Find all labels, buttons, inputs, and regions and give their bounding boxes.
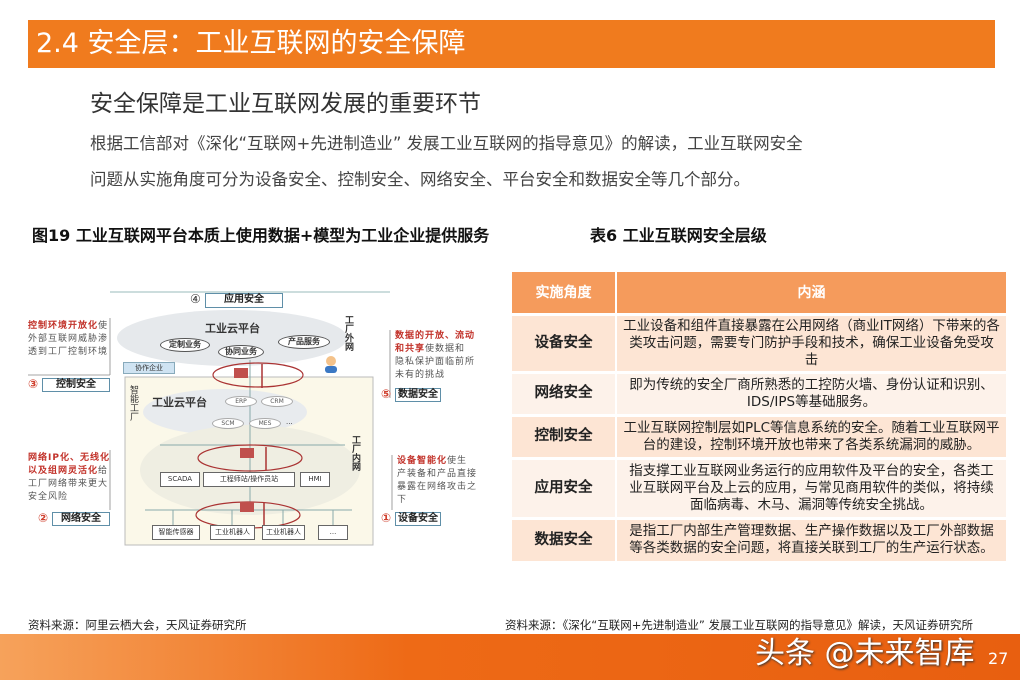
row-value: 即为传统的安全厂商所熟悉的工控防火墙、身份认证和识别、IDS/IPS等基础服务。 [616, 370, 1008, 415]
network-security-label: 网络安全 [52, 512, 110, 526]
security-diagram: ④ 应用安全 工业云平台 定制业务 协同业务 产品服务 工厂外网 协作企业 智能… [0, 0, 480, 560]
page-number: 27 [988, 649, 1009, 668]
cloud-inner-more: ... [286, 418, 293, 426]
row-key: 数据安全 [512, 516, 617, 561]
device-box: 工业机器人 [210, 525, 255, 540]
annotation-num: ③ [28, 377, 39, 391]
person-icon [326, 356, 336, 366]
row-key: 网络安全 [512, 370, 617, 415]
annotation-num: ⑤ [381, 387, 392, 401]
cloud-inner-item: CRM [261, 396, 293, 407]
table-row: 数据安全是指工厂内部生产管理数据、生产操作数据以及工厂外部数据等各类数据的安全问… [512, 516, 1008, 561]
body-text-line-1: 根据工信部对《深化“互联网+先进制造业” 发展工业互联网的指导意见》的解读，工业… [90, 134, 803, 153]
row-value: 是指工厂内部生产管理数据、生产操作数据以及工厂外部数据等各类数据的安全问题，将直… [616, 516, 1008, 561]
cloud-inner-item: ERP [225, 396, 257, 407]
row-key: 控制安全 [512, 413, 617, 458]
annotation-network: 网络IP化、无线化以及组网灵活化给工厂网络带来更大安全风险 [28, 453, 110, 502]
column-header: 实施角度 [512, 272, 617, 314]
annotation-num: ① [381, 511, 392, 525]
row-value: 指支撑工业互联网业务运行的应用软件及平台的安全，各类工业互联网平台及上云的应用，… [616, 456, 1008, 518]
table-header-row: 实施角度 内涵 [512, 272, 1008, 314]
cloud-inner-item: MES [249, 418, 281, 429]
control-security-label: 控制安全 [42, 378, 110, 392]
subtitle: 安全保障是工业互联网发展的重要环节 [90, 91, 481, 117]
slide-title: 2.4 安全层：工业互联网的安全保障 [36, 28, 466, 59]
cloud-item: 协同业务 [218, 345, 264, 359]
table-row: 设备安全工业设备和组件直接暴露在公用网络（商业IT网络）下带来的各类攻击问题，需… [512, 312, 1008, 372]
figure-source: 资料来源：阿里云栖大会，天风证券研究所 [28, 618, 247, 632]
firewall-icon [240, 448, 254, 458]
column-header: 内涵 [616, 272, 1008, 314]
security-levels-table: 实施角度 内涵 设备安全工业设备和组件直接暴露在公用网络（商业IT网络）下带来的… [512, 272, 1008, 561]
annotation-device: 设备智能化使生产装备和产品直接暴露在网络攻击之下 [397, 456, 478, 505]
annotation-data: 数据的开放、流动和共享使数据和隐私保护面临前所未有的挑战 [395, 331, 476, 380]
cloud-item: 产品服务 [278, 335, 330, 349]
table-caption: 表6 工业互联网安全层级 [590, 226, 767, 245]
body-text-line-2: 问题从实施角度可分为设备安全、控制安全、网络安全、平台安全和数据安全等几个部分。 [90, 170, 750, 189]
row-key: 设备安全 [512, 312, 617, 372]
cloud-inner-title: 工业云平台 [152, 396, 207, 409]
row-key: 应用安全 [512, 456, 617, 518]
table-source: 资料来源：《深化“互联网+先进制造业” 发展工业互联网的指导意见》解读，天风证券… [505, 618, 973, 632]
app-security-label: 应用安全 [205, 293, 283, 308]
annotation-control: 控制环境开放化使外部互联网威胁渗透到工厂控制环境 [28, 321, 109, 357]
data-security-label: 数据安全 [395, 388, 441, 402]
table-row: 控制安全工业互联网控制层如PLC等信息系统的安全。随着工业互联网平台的建设，控制… [512, 413, 1008, 458]
slide-title-bar: 2.4 安全层：工业互联网的安全保障 [28, 20, 995, 68]
smart-factory-label: 智能工厂 [128, 385, 138, 421]
watermark: 头条 @未来智库 [755, 636, 975, 671]
control-item: SCADA [160, 472, 200, 487]
table-row: 应用安全指支撑工业互联网业务运行的应用软件及平台的安全，各类工业互联网平台及上云… [512, 456, 1008, 518]
figure-caption: 图19 工业互联网平台本质上使用数据+模型为工业企业提供服务 [32, 226, 490, 245]
row-value: 工业互联网控制层如PLC等信息系统的安全。随着工业互联网平台的建设，控制环境开放… [616, 413, 1008, 458]
partner-box: 协作企业 [123, 362, 175, 374]
control-item: HMI [300, 472, 330, 487]
firewall-icon [234, 368, 248, 378]
row-value: 工业设备和组件直接暴露在公用网络（商业IT网络）下带来的各类攻击问题，需要专门防… [616, 312, 1008, 372]
cloud-item: 定制业务 [160, 338, 210, 352]
app-security-num: ④ [190, 292, 201, 306]
device-box: 工业机器人 [262, 525, 305, 540]
cloud-inner-item: SCM [212, 418, 244, 429]
device-box: 智能传感器 [152, 525, 200, 540]
annotation-num: ② [38, 511, 49, 525]
control-item: 工程师站/操作员站 [203, 472, 295, 487]
table-row: 网络安全即为传统的安全厂商所熟悉的工控防火墙、身份认证和识别、IDS/IPS等基… [512, 370, 1008, 415]
firewall-icon [240, 502, 254, 512]
device-security-label: 设备安全 [395, 512, 441, 526]
external-net-label: 工厂外网 [343, 315, 353, 351]
footer-bar [0, 634, 1020, 680]
cloud-top-title: 工业云平台 [205, 322, 260, 335]
device-box: ... [318, 525, 348, 540]
internal-net-label: 工厂内网 [350, 435, 360, 471]
